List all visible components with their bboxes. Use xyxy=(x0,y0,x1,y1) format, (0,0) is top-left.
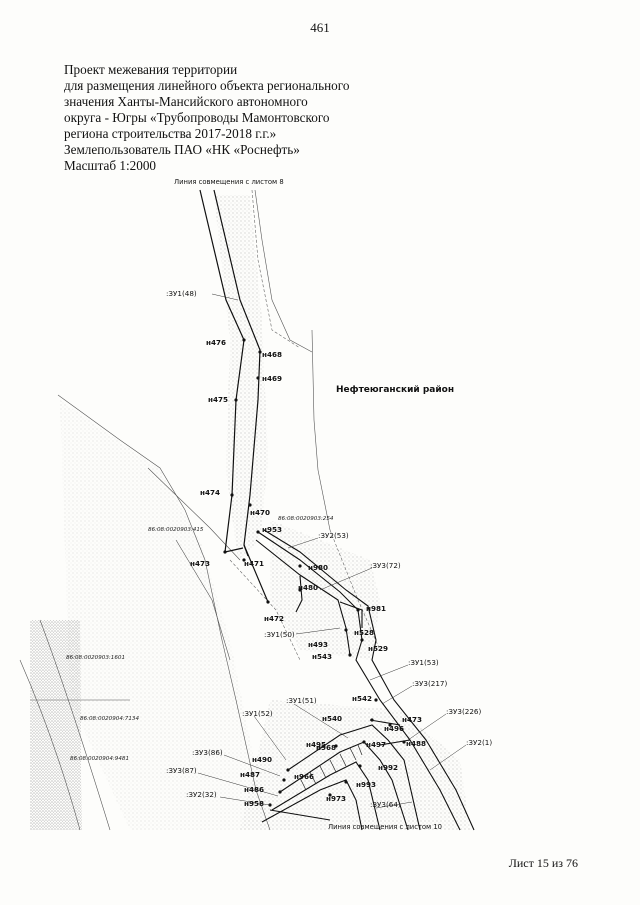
point-label: н468 xyxy=(262,350,282,359)
point-label: н496 xyxy=(384,724,404,733)
project-title-block: Проект межевания территории для размещен… xyxy=(64,62,384,174)
point-label: н472 xyxy=(264,614,284,623)
title-line: региона строительства 2017-2018 г.г.» xyxy=(64,126,277,141)
point-label: н973 xyxy=(326,794,346,803)
point-label: н968 xyxy=(316,743,336,752)
point-label: н490 xyxy=(252,755,272,764)
scale-line: Масштаб 1:2000 xyxy=(64,158,157,173)
sheet-number: Лист 15 из 76 xyxy=(508,856,578,870)
pipeline-corridor-lower xyxy=(255,529,475,831)
plot-labels: :ЗУ1(48) :ЗУ2(53) :ЗУ3(72) :ЗУ1(50) :ЗУ1… xyxy=(166,289,492,809)
point-label: н981 xyxy=(366,604,386,613)
point-label: н540 xyxy=(322,714,342,723)
point-label: н473 xyxy=(190,559,210,568)
plot-label: :ЗУ1(50) xyxy=(264,630,295,639)
plot-label: :ЗУ1(53) xyxy=(408,658,439,667)
point-label: н497 xyxy=(366,740,386,749)
point-label: н542 xyxy=(352,694,372,703)
plot-label: :ЗУ3(87) xyxy=(166,766,197,775)
plot-label: :ЗУ3(217) xyxy=(412,679,448,688)
dashed-lines xyxy=(229,189,381,661)
pipeline-corridor-upper xyxy=(199,189,269,603)
point-label: н487 xyxy=(240,770,260,779)
point-label: н992 xyxy=(378,763,398,772)
title-line: Проект межевания территории xyxy=(64,62,238,77)
plot-label: :ЗУ3(72) xyxy=(370,561,401,570)
point-label: н473 xyxy=(402,715,422,724)
title-line: для размещения линейного объекта региона… xyxy=(64,78,350,93)
point-label: н495 xyxy=(306,740,326,749)
district-label: Нефтеюганский район xyxy=(336,385,454,395)
point-label: н474 xyxy=(200,488,220,497)
point-label: н529 xyxy=(368,644,388,653)
title-line: Землепользователь ПАО «НК «Роснефть» xyxy=(64,142,300,157)
plot-label: :ЗУ2(1) xyxy=(466,738,492,747)
point-label: н958 xyxy=(244,799,264,808)
plot-label: :ЗУ1(51) xyxy=(286,696,317,705)
title-line: значения Ханты-Мансийского автономного xyxy=(64,94,308,109)
match-line-top: Линия совмещения с листом 8 xyxy=(174,178,284,186)
cadastral-number: 86:08:0020904:9481 xyxy=(70,756,129,762)
survey-point-markers xyxy=(223,338,406,807)
point-label: н476 xyxy=(206,338,226,347)
point-labels: н476 н468 н469 н475 н474 н470 н953 н473 … xyxy=(190,338,426,808)
match-line-bottom: Линия совмещения с листом 10 xyxy=(328,823,442,831)
cadastral-number: 86:08:0020903:415 xyxy=(148,527,204,533)
point-label: н475 xyxy=(208,395,228,404)
hatch-ticks xyxy=(299,744,363,791)
parcel-boundaries xyxy=(19,189,331,831)
point-label: н488 xyxy=(406,739,426,748)
leader-lines xyxy=(197,293,467,809)
plot-label: :ЗУ3(226) xyxy=(446,707,482,716)
point-label: н993 xyxy=(356,780,376,789)
point-label: н470 xyxy=(250,508,270,517)
cadastral-number: 86:08:0020903:1601 xyxy=(66,655,125,661)
point-label: н980 xyxy=(308,563,328,572)
cadastral-number: 86:08:0020903:254 xyxy=(278,516,334,522)
point-label: н486 xyxy=(244,785,264,794)
point-label: н469 xyxy=(262,374,282,383)
plot-label: :ЗУ1(48) xyxy=(166,289,197,298)
cadastral-number: 86:08:0020904:7134 xyxy=(80,716,139,722)
point-label: н471 xyxy=(244,559,264,568)
plot-label: :ЗУ3(64) xyxy=(370,800,401,809)
plot-label: :ЗУ2(53) xyxy=(318,531,349,540)
plot-label: :ЗУ3(86) xyxy=(192,748,223,757)
point-label: н493 xyxy=(308,640,328,649)
title-line: округа - Югры «Трубопроводы Мамонтовског… xyxy=(64,110,330,125)
point-label: н966 xyxy=(294,772,314,781)
point-label: н480 xyxy=(298,583,318,592)
point-label: н528 xyxy=(354,628,374,637)
page-number: 461 xyxy=(310,20,330,35)
point-label: н953 xyxy=(262,525,282,534)
plot-label: :ЗУ1(52) xyxy=(242,709,273,718)
plot-label: :ЗУ2(32) xyxy=(186,790,217,799)
point-label: н543 xyxy=(312,652,332,661)
